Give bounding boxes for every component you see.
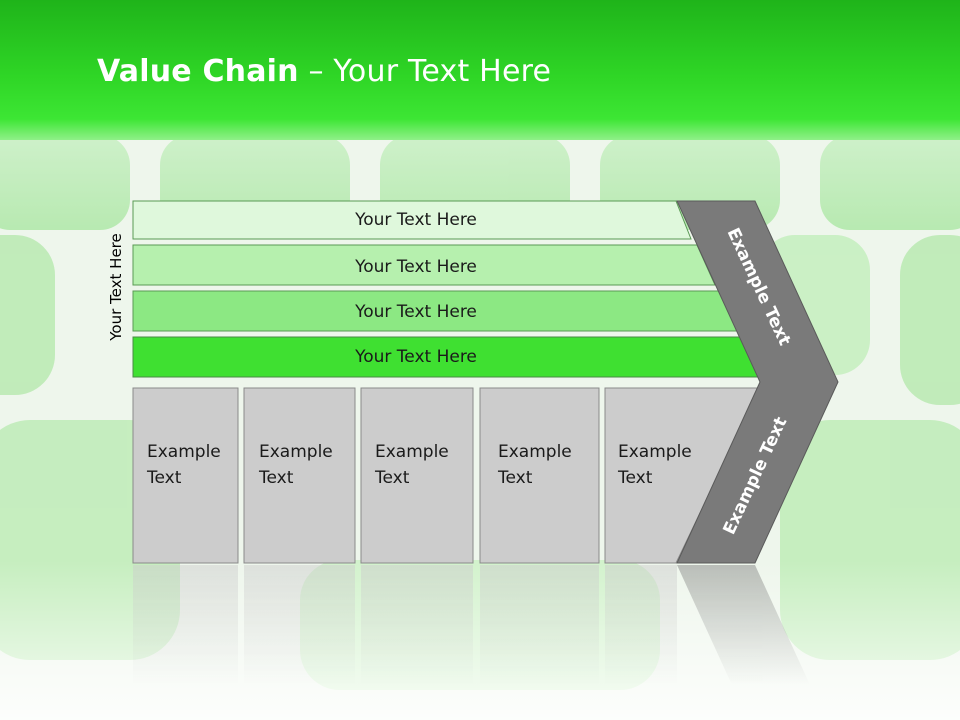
box-label-1: Example Text xyxy=(147,442,221,488)
box-label-5: Example Text xyxy=(618,442,692,488)
row-label-3: Your Text Here xyxy=(354,302,477,322)
activity-box-5 xyxy=(604,387,761,564)
title-rest: – Your Text Here xyxy=(298,54,552,89)
row-label-2: Your Text Here xyxy=(354,257,477,277)
activity-box-4 xyxy=(479,387,600,564)
row-band-1 xyxy=(132,200,692,240)
box-label-3: Example Text xyxy=(375,442,449,488)
chevron-arrow xyxy=(676,200,839,564)
title-bold: Value Chain xyxy=(97,54,299,89)
box-label-4: Example Text xyxy=(498,442,572,488)
box-label-2: Example Text xyxy=(259,442,333,488)
slide-title: Value Chain – Your Text Here xyxy=(97,54,551,89)
activity-box-2 xyxy=(243,387,356,564)
reflection xyxy=(133,565,810,685)
row-label-4: Your Text Here xyxy=(354,347,477,367)
activity-box-1 xyxy=(132,387,239,564)
activity-box-3 xyxy=(360,387,474,564)
row-label-1: Your Text Here xyxy=(354,210,477,230)
